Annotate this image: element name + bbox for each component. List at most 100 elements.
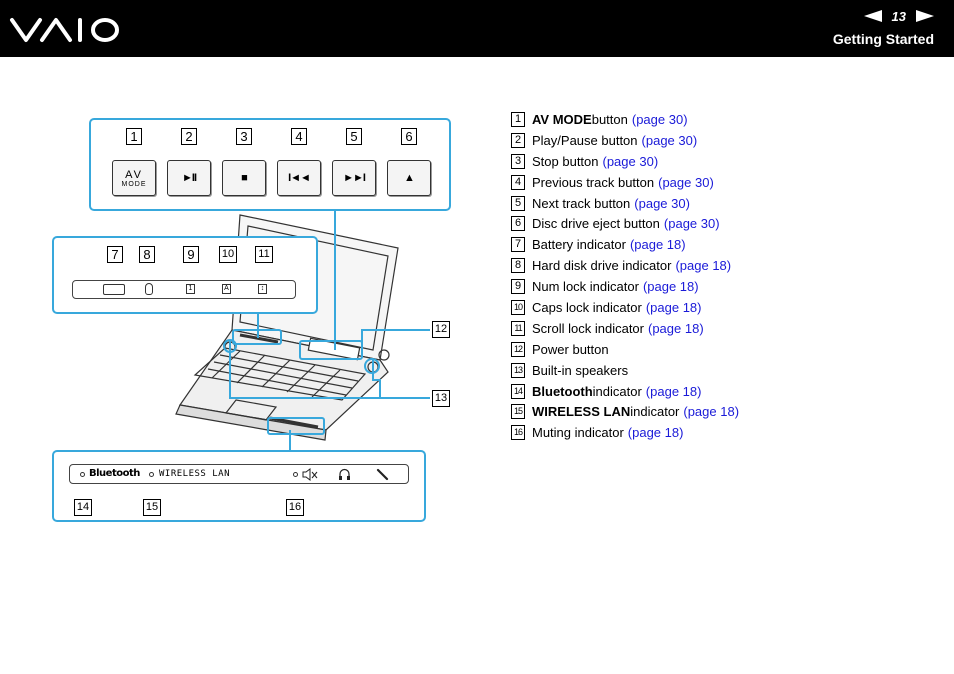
callout-number-13: 13 bbox=[432, 390, 450, 407]
callout-number-16: 16 bbox=[286, 499, 304, 516]
callout-number-12: 12 bbox=[432, 321, 450, 338]
right-triangle-icon[interactable] bbox=[916, 10, 934, 22]
callout-number-11: 11 bbox=[255, 246, 273, 263]
list-item: 14 Bluetooth indicator(page 18) bbox=[511, 381, 739, 402]
next-track-icon: ►►I bbox=[343, 172, 366, 184]
list-item: 5 Next track button(page 30) bbox=[511, 193, 739, 214]
page-link[interactable]: (page 18) bbox=[645, 299, 702, 315]
list-item-text: Disc drive eject button bbox=[532, 216, 660, 232]
list-item-number: 13 bbox=[511, 362, 525, 378]
page-number: 13 bbox=[891, 8, 906, 24]
callout-number-3: 3 bbox=[236, 128, 252, 145]
vaio-logo bbox=[10, 18, 119, 42]
list-item-text: Muting indicator bbox=[532, 425, 624, 441]
list-item-text: Power button bbox=[532, 341, 609, 357]
page-link[interactable]: (page 18) bbox=[629, 237, 686, 253]
callout-number-9: 9 bbox=[183, 246, 199, 263]
list-item: 10 Caps lock indicator(page 18) bbox=[511, 297, 739, 318]
list-item-number: 16 bbox=[511, 425, 525, 441]
page-link[interactable]: (page 18) bbox=[627, 425, 684, 441]
callout-number-6: 6 bbox=[401, 128, 417, 145]
indicator-strip-bottom: Bluetooth WIRELESS LAN bbox=[69, 464, 409, 484]
list-item-text: indicator bbox=[630, 404, 680, 420]
list-item: 6 Disc drive eject button(page 30) bbox=[511, 213, 739, 234]
list-item-number: 5 bbox=[511, 195, 525, 211]
list-item-text: Caps lock indicator bbox=[532, 299, 642, 315]
list-item-bold: Bluetooth bbox=[532, 383, 593, 399]
stop-button[interactable]: ■ bbox=[222, 160, 266, 196]
page-link[interactable]: (page 30) bbox=[641, 132, 698, 148]
next-track-button[interactable]: ►►I bbox=[332, 160, 376, 196]
wireless-indicators-callout: Bluetooth WIRELESS LAN 14 15 16 bbox=[52, 450, 426, 522]
page-link[interactable]: (page 30) bbox=[631, 111, 688, 127]
callout-number-15: 15 bbox=[143, 499, 161, 516]
page-link[interactable]: (page 30) bbox=[602, 153, 659, 169]
list-item-number: 4 bbox=[511, 174, 525, 190]
av-mode-button[interactable]: AV MODE bbox=[112, 160, 156, 196]
callout-number-10: 10 bbox=[219, 246, 237, 263]
callout-number-1: 1 bbox=[126, 128, 142, 145]
callout-number-2: 2 bbox=[181, 128, 197, 145]
page-link[interactable]: (page 18) bbox=[683, 404, 740, 420]
eject-button[interactable]: ▲ bbox=[387, 160, 431, 196]
list-item-text: indicator bbox=[592, 383, 642, 399]
num-lock-icon: 1 bbox=[186, 284, 195, 294]
list-item-number: 14 bbox=[511, 383, 525, 399]
battery-icon bbox=[103, 284, 125, 295]
page-link[interactable]: (page 30) bbox=[634, 195, 690, 211]
page-link[interactable]: (page 18) bbox=[642, 279, 699, 295]
media-buttons-callout: 1 2 3 4 5 6 AV MODE ►II ■ I◄◄ ►►I ▲ bbox=[89, 118, 451, 211]
caps-lock-icon: A bbox=[222, 284, 231, 294]
list-item-bold: AV MODE bbox=[532, 111, 592, 127]
stop-icon: ■ bbox=[241, 172, 248, 184]
list-item-number: 9 bbox=[511, 279, 525, 295]
list-item-text: Next track button bbox=[532, 195, 631, 211]
page-link[interactable]: (page 18) bbox=[675, 258, 732, 274]
list-item-text: Play/Pause button bbox=[532, 132, 638, 148]
page-link[interactable]: (page 30) bbox=[663, 216, 720, 232]
page-link[interactable]: (page 30) bbox=[658, 174, 714, 190]
list-item: 16 Muting indicator(page 18) bbox=[511, 422, 739, 443]
section-title: Getting Started bbox=[832, 31, 934, 47]
list-item-number: 6 bbox=[511, 216, 525, 232]
headphone-icon bbox=[339, 468, 350, 480]
scroll-lock-icon: ↕ bbox=[258, 284, 267, 294]
page-link[interactable]: (page 18) bbox=[645, 383, 702, 399]
page-nav: 13 bbox=[863, 7, 934, 25]
callout-number-8: 8 bbox=[139, 246, 155, 263]
laptop-figure: 1 2 3 4 5 6 AV MODE ►II ■ I◄◄ ►►I ▲ 7 8 … bbox=[0, 0, 470, 540]
list-item-text: Stop button bbox=[532, 153, 599, 169]
list-item-number: 11 bbox=[511, 320, 525, 336]
list-item-number: 2 bbox=[511, 132, 525, 148]
callout-number-7: 7 bbox=[107, 246, 123, 263]
callout-number-5: 5 bbox=[346, 128, 362, 145]
list-item-bold: WIRELESS LAN bbox=[532, 404, 631, 420]
bluetooth-led-icon bbox=[80, 472, 85, 477]
hdd-icon bbox=[145, 283, 153, 295]
list-item: 4 Previous track button(page 30) bbox=[511, 172, 739, 193]
play-pause-button[interactable]: ►II bbox=[167, 160, 211, 196]
microphone-icon bbox=[376, 468, 389, 481]
previous-track-button[interactable]: I◄◄ bbox=[277, 160, 321, 196]
list-item-text: Scroll lock indicator bbox=[532, 320, 644, 336]
page-link[interactable]: (page 18) bbox=[648, 320, 704, 336]
list-item: 11 Scroll lock indicator(page 18) bbox=[511, 318, 739, 339]
play-pause-icon: ►II bbox=[182, 172, 197, 184]
page-header: 13 Getting Started bbox=[0, 0, 954, 57]
list-item-number: 10 bbox=[511, 299, 525, 315]
list-item-number: 12 bbox=[511, 341, 525, 357]
wireless-led-icon bbox=[149, 472, 154, 477]
left-triangle-icon[interactable] bbox=[863, 10, 882, 22]
mute-led-icon bbox=[293, 472, 298, 477]
list-item-text: Previous track button bbox=[532, 174, 655, 190]
speaker-mute-icon bbox=[302, 468, 318, 481]
list-item-text: Battery indicator bbox=[532, 237, 626, 253]
